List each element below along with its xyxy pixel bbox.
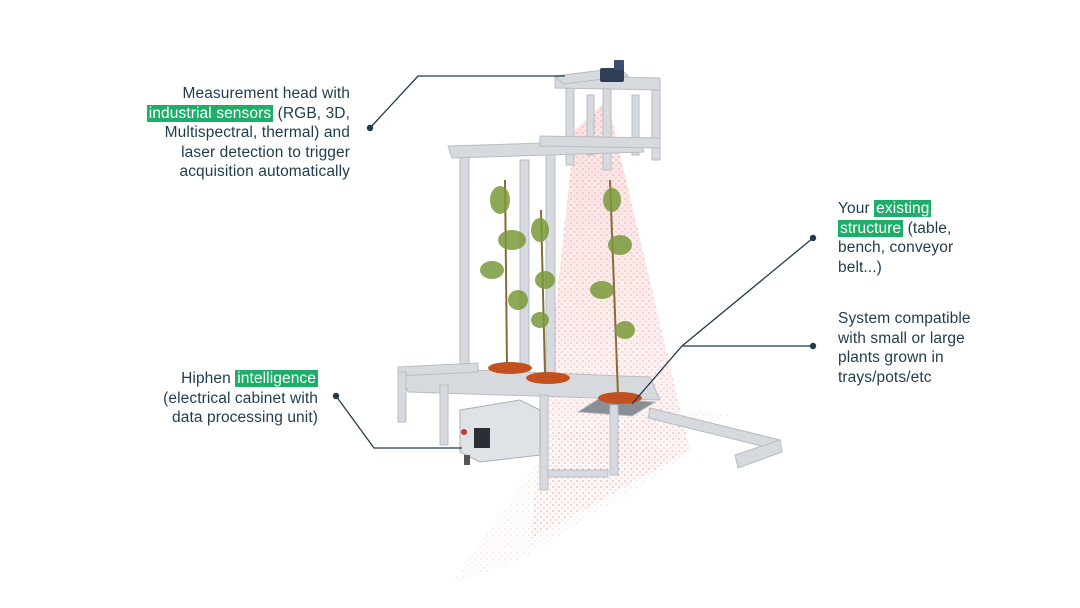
callout-line: Multispectral, thermal) and bbox=[120, 123, 350, 143]
callout-line: plants grown in bbox=[838, 348, 1038, 368]
plants bbox=[480, 179, 642, 404]
callout-text: (electrical cabinet with bbox=[163, 389, 318, 407]
callout-text: laser detection to trigger bbox=[181, 143, 350, 161]
callout-text: (RGB, 3D, bbox=[273, 104, 350, 122]
callout-line: System compatible bbox=[838, 309, 1038, 329]
callout-text: Hiphen bbox=[181, 370, 236, 387]
highlighted-term: industrial sensors bbox=[146, 104, 274, 122]
callout-text: acquisition automatically bbox=[179, 163, 350, 180]
callout-text: bench, conveyor bbox=[838, 239, 954, 256]
callout-line: trays/pots/etc bbox=[838, 368, 1038, 388]
highlighted-term: intelligence bbox=[235, 370, 318, 387]
aluminium-frame bbox=[397, 67, 783, 491]
compatible-callout: System compatible with small or large plan… bbox=[838, 309, 1038, 387]
callout-text: (table, bbox=[903, 219, 952, 237]
callout-text: System compatible bbox=[838, 310, 971, 327]
callout-text: Your bbox=[838, 200, 875, 217]
callout-line: Measurement head with bbox=[120, 84, 350, 104]
callout-line: with small or large bbox=[838, 329, 1038, 349]
callout-line: Your existing bbox=[838, 199, 1038, 219]
callout-line: acquisition automatically bbox=[120, 162, 350, 182]
callout-text: belt...) bbox=[838, 258, 882, 276]
sensor-head bbox=[600, 60, 624, 82]
measurement-head-callout: Measurement head with industrial sensors … bbox=[120, 84, 350, 182]
callout-line: belt...) bbox=[838, 258, 1038, 278]
electrical-cabinet bbox=[459, 399, 541, 465]
callout-text: Multispectral, thermal) and bbox=[164, 124, 350, 141]
callout-line: industrial sensors (RGB, 3D, bbox=[120, 104, 350, 124]
highlighted-term: existing bbox=[874, 200, 932, 217]
highlighted-term: structure bbox=[838, 219, 904, 237]
callout-line: (electrical cabinet with bbox=[120, 389, 318, 409]
callout-line: data processing unit) bbox=[120, 408, 318, 428]
callout-text: data processing unit) bbox=[172, 409, 318, 426]
measurement-head-leader bbox=[369, 75, 565, 129]
callout-line: Hiphen intelligence bbox=[120, 369, 318, 389]
callout-text: trays/pots/etc bbox=[838, 368, 932, 386]
callout-line: bench, conveyor bbox=[838, 238, 1038, 258]
intelligence-leader bbox=[335, 395, 462, 449]
callout-text: Measurement head with bbox=[182, 85, 350, 102]
intelligence-callout: Hiphen intelligence(electrical cabinet w… bbox=[120, 369, 318, 428]
laser-scan-cone bbox=[450, 100, 730, 585]
callout-text: with small or large bbox=[838, 329, 965, 347]
callout-line: structure (table, bbox=[838, 219, 1038, 239]
callout-line: laser detection to trigger bbox=[120, 143, 350, 163]
callout-text: plants grown in bbox=[838, 349, 944, 366]
leader-lines bbox=[332, 75, 817, 449]
